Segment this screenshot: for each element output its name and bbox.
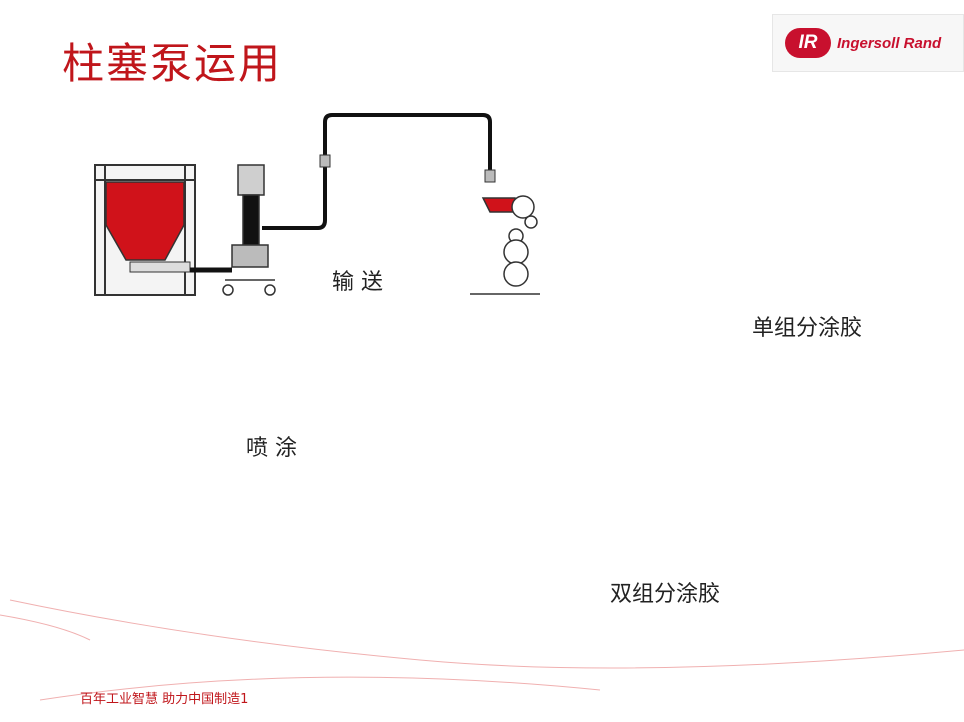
transfer-pump	[222, 164, 276, 296]
transfer-scene	[94, 113, 540, 296]
transfer-hose	[262, 113, 492, 230]
label-single-dispense: 单组分涂胶	[752, 316, 863, 341]
ir-logo-mark: IR	[785, 28, 831, 58]
label-dual-dispense: 双组分涂胶	[610, 582, 721, 607]
label-transfer: 输 送	[332, 270, 383, 295]
roller-coater	[470, 195, 540, 295]
page-title: 柱塞泵运用	[62, 39, 283, 88]
footer-slogan: 百年工业智慧 助力中国制造1	[80, 692, 249, 707]
ir-logo-text: Ingersoll Rand	[837, 34, 942, 52]
tote-fluid	[105, 181, 185, 261]
label-spray: 喷 涂	[246, 436, 297, 461]
tote-outlet	[129, 261, 191, 273]
hose-valve-icon	[319, 154, 331, 168]
background-swoosh	[0, 599, 964, 701]
hose-valve-icon-2	[484, 169, 496, 183]
ingersoll-rand-logo: IR Ingersoll Rand	[772, 14, 964, 72]
